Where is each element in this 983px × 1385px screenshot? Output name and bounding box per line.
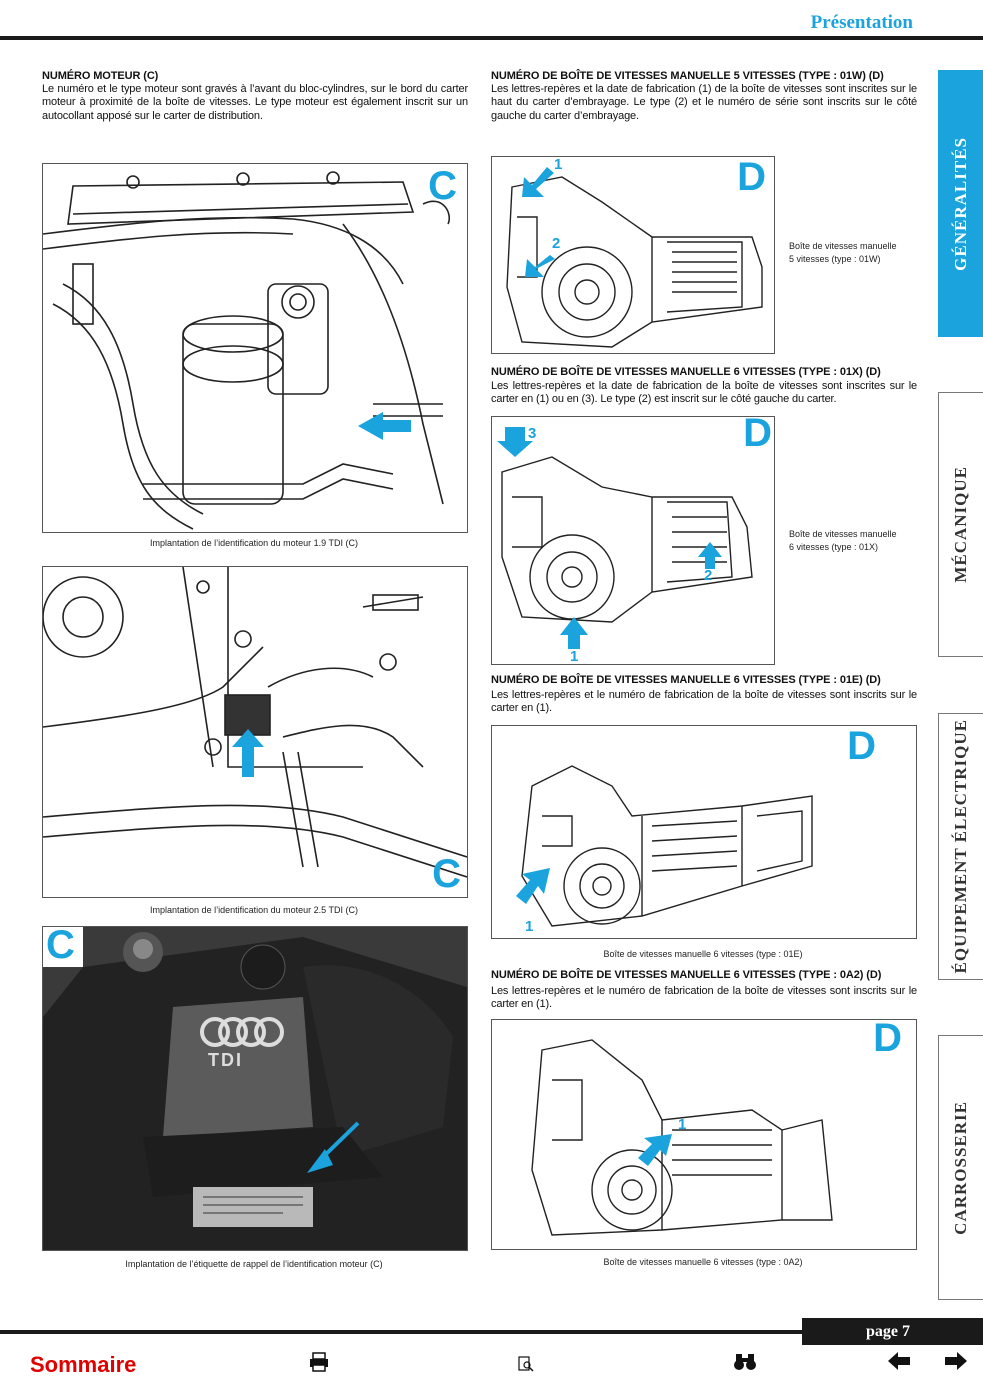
fig2-letter: C — [432, 852, 461, 896]
engine-2-5-tdi-figure: C — [42, 566, 468, 898]
gearbox-01x-title: NUMÉRO DE BOÎTE DE VITESSES MANUELLE 6 V… — [491, 366, 881, 378]
zoom-icon[interactable] — [518, 1356, 534, 1377]
s2-label-1: 1 — [570, 648, 579, 665]
arrow-right-icon[interactable] — [945, 1352, 967, 1375]
tdi-logo: TDI — [208, 1050, 243, 1070]
page-number: page 7 — [802, 1318, 983, 1345]
s1-caption: Boîte de vitesses manuelle 5 vitesses (t… — [789, 241, 897, 264]
gearbox-0a2-figure: 1 D — [491, 1019, 917, 1250]
page-header-title: Présentation — [810, 12, 913, 33]
gearbox-0a2-text: Les lettres-repères et le numéro de fabr… — [491, 985, 917, 1011]
footer-rule — [0, 1330, 983, 1334]
search-binoculars-icon[interactable] — [733, 1352, 757, 1377]
gearbox-01w-title: NUMÉRO DE BOÎTE DE VITESSES MANUELLE 5 V… — [491, 70, 884, 82]
fig3-letter: C — [46, 926, 75, 967]
s3-letter: D — [847, 725, 876, 768]
tab-mecanique[interactable]: MÉCANIQUE — [938, 392, 983, 657]
s4-letter: D — [873, 1019, 902, 1060]
tab-carrosserie[interactable]: CARROSSERIE — [938, 1035, 983, 1300]
gearbox-01w-text: Les lettres-repères et la date de fabric… — [491, 83, 917, 122]
gearbox-01e-text: Les lettres-repères et le numéro de fabr… — [491, 689, 917, 715]
s2-label-3: 3 — [528, 425, 537, 442]
sommaire-link[interactable]: Sommaire — [30, 1352, 137, 1377]
s1-label-2: 2 — [552, 235, 561, 252]
gearbox-01e-figure: 1 D — [491, 725, 917, 939]
printer-icon[interactable] — [308, 1352, 330, 1377]
engine-label-photo: TDI C — [42, 926, 468, 1251]
s1-label-1: 1 — [554, 156, 563, 173]
s3-caption: Boîte de vitesses manuelle 6 vitesses (t… — [603, 949, 803, 959]
fig1-letter: C — [428, 164, 457, 208]
tab-equipement-electrique[interactable]: ÉQUIPEMENT ÉLECTRIQUE — [938, 713, 983, 980]
tab-generalites[interactable]: GÉNÉRALITÉS — [938, 70, 983, 337]
gearbox-01e-title: NUMÉRO DE BOÎTE DE VITESSES MANUELLE 6 V… — [491, 674, 881, 686]
arrow-left-icon[interactable] — [888, 1352, 910, 1375]
s1-letter: D — [737, 156, 766, 199]
header-rule — [0, 36, 983, 40]
s4-label-1: 1 — [678, 1116, 687, 1133]
gearbox-01w-figure: 1 2 D — [491, 156, 775, 354]
s2-caption: Boîte de vitesses manuelle 6 vitesses (t… — [789, 529, 897, 552]
s4-caption: Boîte de vitesses manuelle 6 vitesses (t… — [603, 1257, 803, 1267]
s2-label-2: 2 — [704, 567, 713, 584]
engine-number-text: Le numéro et le type moteur sont gravés … — [42, 83, 468, 122]
fig2-caption: Implantation de l’identification du mote… — [150, 905, 358, 915]
engine-number-title: NUMÉRO MOTEUR (C) — [42, 70, 159, 82]
gearbox-01x-figure: 3 2 1 D — [491, 416, 775, 665]
s2-letter: D — [743, 416, 772, 455]
fig1-caption: Implantation de l’identification du mote… — [150, 538, 358, 548]
fig3-caption: Implantation de l’étiquette de rappel de… — [125, 1259, 383, 1269]
gearbox-0a2-title: NUMÉRO DE BOÎTE DE VITESSES MANUELLE 6 V… — [491, 969, 882, 981]
s3-label-1: 1 — [525, 918, 534, 935]
gearbox-01x-text: Les lettres-repères et la date de fabric… — [491, 380, 917, 406]
engine-1-9-tdi-figure: C — [42, 163, 468, 533]
